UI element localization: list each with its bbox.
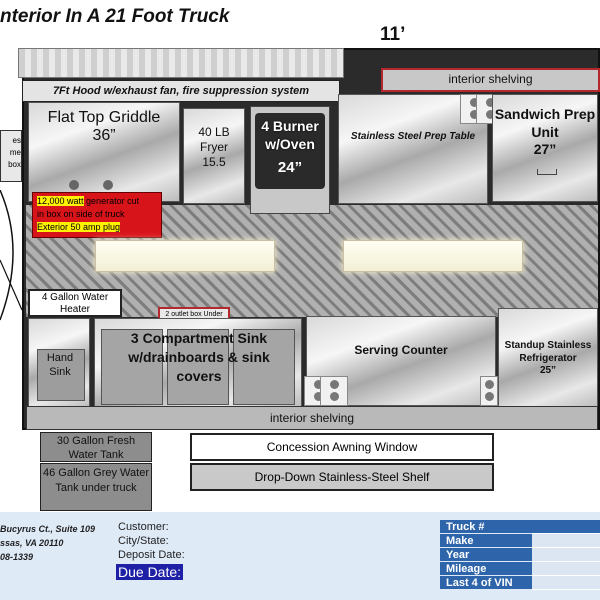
refrigerator-size: 25” [539, 365, 557, 376]
shelf-label: Drop-Down Stainless-Steel Shelf [254, 470, 430, 484]
truck-table-row: Year [440, 548, 600, 562]
left-partial-line3: box [8, 160, 21, 169]
exhaust-hood [18, 48, 344, 78]
mileage-label: Mileage [440, 562, 532, 576]
year-label: Year [440, 548, 532, 562]
hand-sink-basin [37, 349, 85, 401]
prep-table-label: Stainless Steel Prep Table [350, 131, 476, 142]
city-state-label: City/State: [118, 535, 169, 547]
sandwich-prep-unit: Sandwich Prep Unit 27” [492, 94, 598, 202]
hood-label: 7Ft Hood w/exhaust fan, fire suppression… [22, 80, 340, 102]
diagram-title: nterior In A 21 Foot Truck [0, 6, 230, 27]
truck-info-table: Truck # Make Year Mileage Last 4 of VIN [440, 520, 600, 590]
address-line2: ssas, VA 20110 [0, 538, 64, 548]
company-address: Bucyrus Ct., Suite 109 ssas, VA 20110 08… [0, 522, 95, 564]
concession-awning-window: Concession Awning Window [190, 433, 494, 461]
refrigerator-name: Standup Stainless Refrigerator [504, 340, 592, 364]
generator-line3: Exterior 50 amp plug [37, 222, 121, 232]
truck-table-row: Last 4 of VIN [440, 576, 600, 590]
sandwich-size: 27” [533, 141, 557, 157]
vin-value[interactable] [532, 576, 600, 590]
due-date-label: Due Date: [116, 564, 184, 580]
sandwich-name: Sandwich Prep Unit [494, 106, 596, 140]
griddle-name: Flat Top Griddle [47, 109, 161, 126]
serving-counter-label: Serving Counter [354, 343, 448, 357]
fresh-water-tank: 30 Gallon Fresh Water Tank [40, 432, 152, 462]
fryer-size: 15.5 [202, 155, 226, 169]
generator-line1b: generator cut [83, 196, 140, 206]
sandwich-handle [537, 169, 557, 175]
burner-name: 4 Burner w/Oven [261, 118, 319, 152]
burner-size: 24” [277, 159, 303, 176]
left-partial-box: es me box [0, 130, 22, 182]
year-value[interactable] [532, 548, 600, 562]
customer-fields: Customer: City/State: Deposit Date: [118, 520, 185, 562]
interior-shelving-bottom: interior shelving [26, 406, 598, 430]
four-burner-oven: 4 Burner w/Oven 24” [250, 106, 330, 214]
interior-shelving-top: interior shelving [381, 68, 600, 92]
standup-refrigerator: Standup Stainless Refrigerator 25” [498, 308, 598, 408]
grey-water-tank: 46 Gallon Grey Water Tank under truck [40, 463, 152, 511]
truck-number-value[interactable] [532, 520, 600, 534]
left-partial-line2: me [9, 148, 21, 157]
generator-line1a: 12,000 watt [37, 196, 84, 206]
vin-label: Last 4 of VIN [440, 576, 532, 590]
ceiling-light-2 [343, 240, 523, 272]
left-partial-line1: es [12, 136, 21, 145]
mileage-value[interactable] [532, 562, 600, 576]
fryer-name: 40 LB Fryer [198, 125, 230, 154]
generator-note: 12,000 watt generator cut in box on side… [32, 192, 162, 238]
fryer: 40 LB Fryer 15.5 [183, 108, 245, 204]
customer-label: Customer: [118, 521, 169, 533]
sink-basin-2 [167, 329, 229, 405]
address-line3: 08-1339 [0, 552, 34, 562]
address-line1: Bucyrus Ct., Suite 109 [0, 524, 96, 534]
grey-tank-label: 46 Gallon Grey Water Tank under truck [43, 467, 149, 494]
make-label: Make [440, 534, 532, 548]
water-heater: 4 Gallon Water Heater [28, 289, 122, 317]
awning-label: Concession Awning Window [266, 440, 418, 454]
compartment-sink-label: 3 Compartment Sink w/drainboards & sink … [128, 330, 270, 384]
truck-table-row: Mileage [440, 562, 600, 576]
burner-top [255, 113, 325, 189]
drop-down-shelf: Drop-Down Stainless-Steel Shelf [190, 463, 494, 491]
deposit-date-label: Deposit Date: [118, 549, 185, 561]
make-value[interactable] [532, 534, 600, 548]
hand-sink-label: Hand Sink [46, 352, 74, 378]
griddle-size: 36” [92, 127, 116, 144]
truck-table-row: Make [440, 534, 600, 548]
door-swing-arc [0, 190, 23, 321]
three-compartment-sink: 3 Compartment Sink w/drainboards & sink … [94, 318, 302, 408]
ceiling-light-1 [95, 240, 275, 272]
water-heater-label: 4 Gallon Water Heater [41, 292, 109, 315]
truck-number-label: Truck # [440, 520, 532, 534]
truck-table-row: Truck # [440, 520, 600, 534]
griddle-knobs [69, 177, 114, 195]
hand-sink: Hand Sink [28, 318, 90, 408]
sink-basin-1 [101, 329, 163, 405]
fresh-tank-label: 30 Gallon Fresh Water Tank [56, 435, 136, 461]
generator-line2: in box on side of truck [37, 209, 125, 219]
flat-top-griddle: Flat Top Griddle 36” [28, 102, 180, 202]
outlet-bottom-2 [320, 376, 348, 406]
outlet-bottom-3 [480, 376, 498, 406]
truck-width-label: 11’ [380, 24, 406, 45]
sink-basin-3 [233, 329, 295, 405]
